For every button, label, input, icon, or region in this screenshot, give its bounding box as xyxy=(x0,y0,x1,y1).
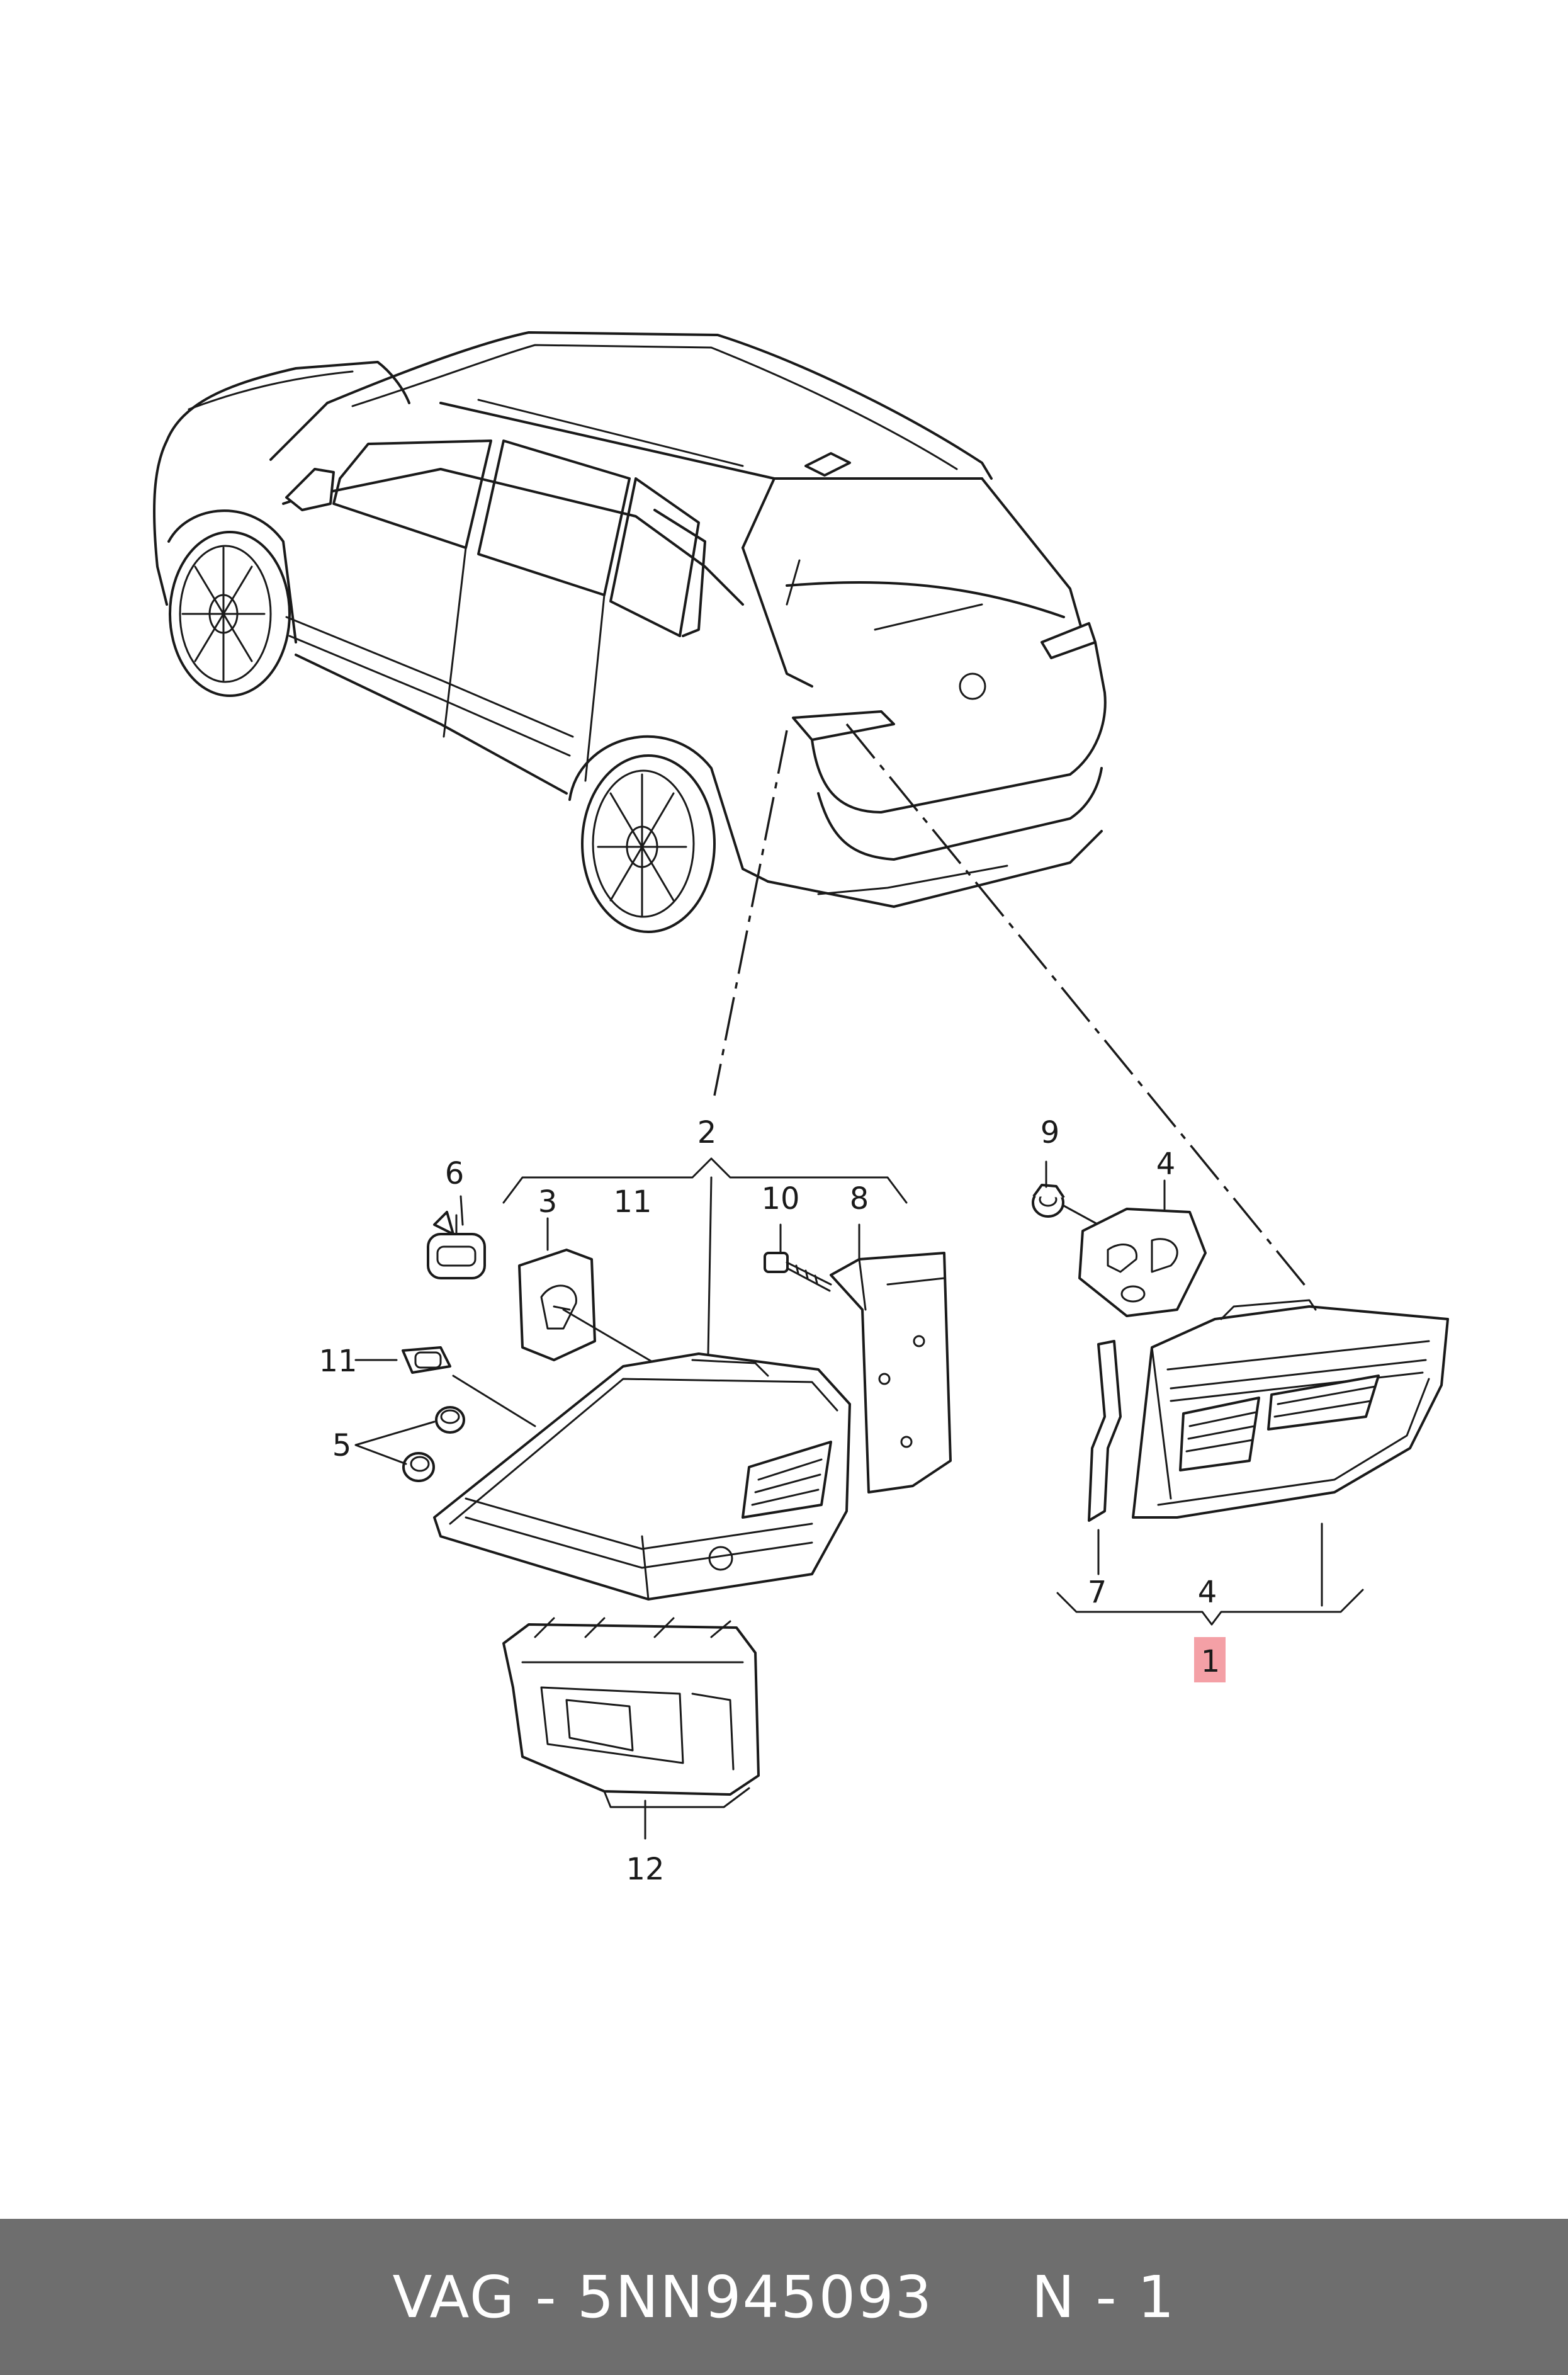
part-number-caption: VAG - 5NN945093 N - 1 xyxy=(392,2263,1176,2331)
callout-labels: 1 2 3 4 4 5 6 7 8 9 10 11 11 12 xyxy=(319,1115,1220,1887)
callout-11-bulb: 11 xyxy=(319,1344,357,1379)
callout-11-bracket: 11 xyxy=(613,1184,651,1220)
inner-tail-lamp-housing xyxy=(1132,1299,1449,1519)
highlighted-part-marker xyxy=(1194,1637,1226,1682)
outer-tail-lamp-group xyxy=(354,1157,952,1840)
inner-lamp-gasket-part xyxy=(1088,1340,1122,1522)
callout-5: 5 xyxy=(332,1428,352,1463)
callout-1: 1 xyxy=(1201,1644,1221,1679)
parts-diagram: 1 2 3 4 4 5 6 7 8 9 10 11 11 12 xyxy=(153,331,1449,1887)
leader-lines xyxy=(713,723,1311,1292)
lamp-gasket-part xyxy=(518,1249,596,1361)
lamp-bracket-part xyxy=(830,1252,952,1494)
wedge-bulb-part xyxy=(402,1346,451,1374)
callout-9: 9 xyxy=(1041,1115,1060,1150)
leader-to-inner-lamp xyxy=(845,723,1311,1292)
outer-tail-lamp-housing xyxy=(433,1352,851,1601)
screw-part xyxy=(764,1252,832,1292)
footer-bar: VAG - 5NN945093 N - 1 xyxy=(0,2219,1568,2375)
callout-2: 2 xyxy=(697,1115,717,1150)
lamp-carrier-part xyxy=(502,1617,760,1808)
callout-6: 6 xyxy=(445,1156,465,1191)
callout-7: 7 xyxy=(1088,1575,1107,1610)
inner-lamp-seal-part xyxy=(1078,1208,1207,1317)
callout-10: 10 xyxy=(761,1181,799,1216)
suv-rear-view-illustration xyxy=(153,331,1107,933)
callout-8: 8 xyxy=(850,1181,869,1216)
callout-12: 12 xyxy=(626,1852,664,1887)
callout-3: 3 xyxy=(538,1184,558,1220)
callout-4-seal: 4 xyxy=(1156,1147,1176,1182)
nut-part-upper xyxy=(435,1406,465,1434)
leader-to-outer-lamp xyxy=(713,730,788,1096)
nut-part-9 xyxy=(1032,1184,1065,1218)
callout-4-bracket: 4 xyxy=(1198,1575,1217,1610)
bulb-socket-part xyxy=(427,1211,486,1279)
inner-tail-lamp-group xyxy=(1032,1160,1449,1626)
nut-part-lower xyxy=(402,1452,435,1482)
